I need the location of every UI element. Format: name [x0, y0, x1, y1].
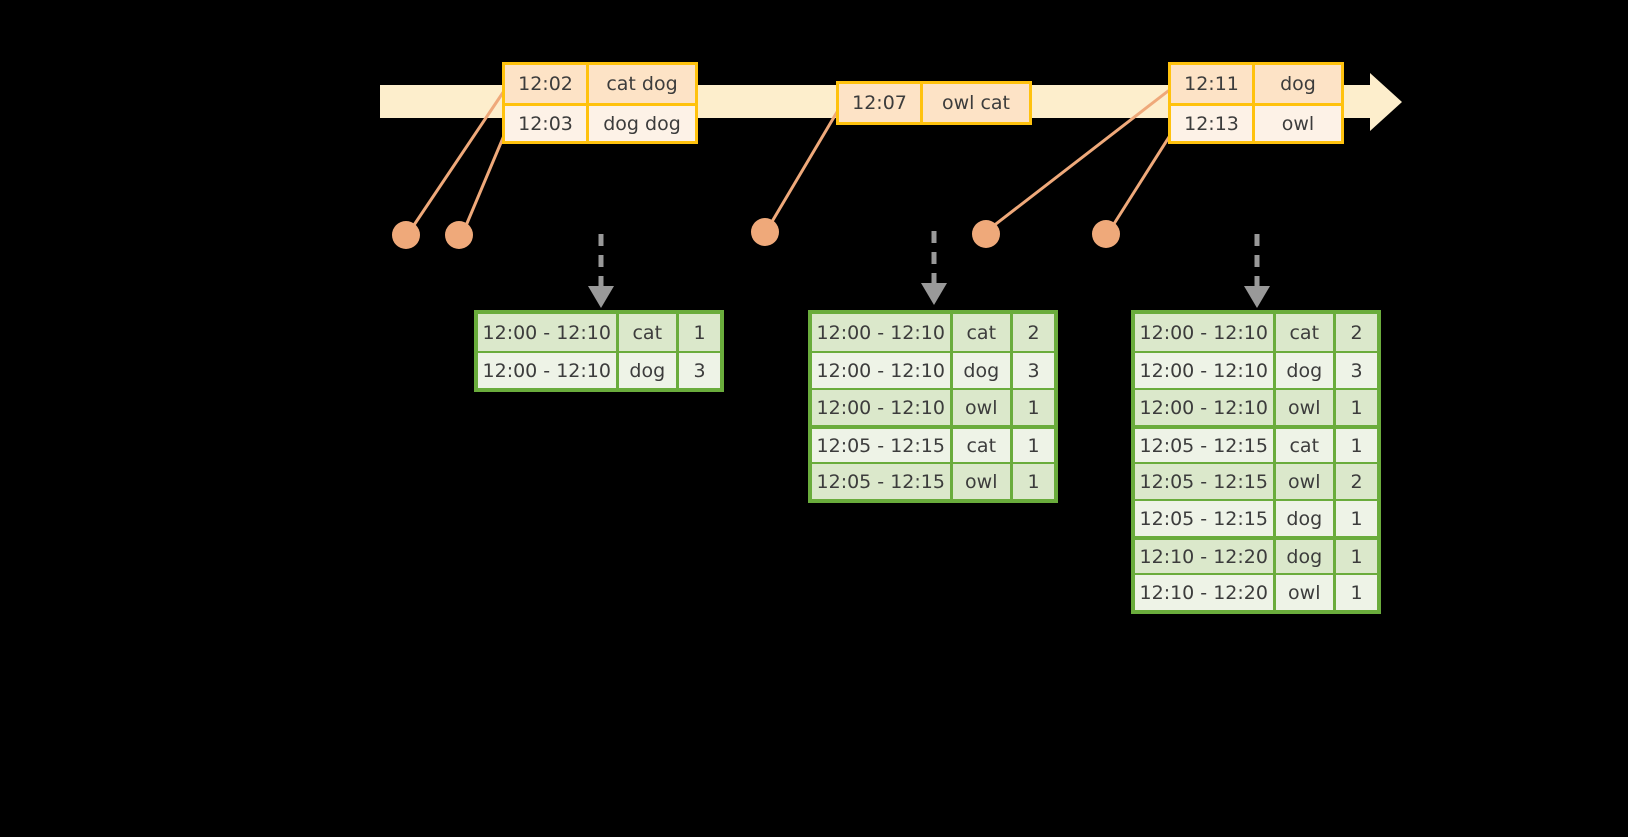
cell-word: cat — [952, 429, 1014, 462]
cell-word: cat — [618, 314, 680, 351]
cell-count: 3 — [1013, 353, 1054, 388]
cell-word: dog — [618, 353, 680, 388]
event-words: owl cat — [923, 84, 1029, 122]
cell-window: 12:05 - 12:15 — [812, 464, 953, 499]
cell-window: 12:05 - 12:15 — [1135, 501, 1276, 536]
cell-window: 12:05 - 12:15 — [812, 429, 953, 462]
connector-dot-3 — [751, 218, 779, 246]
event-row[interactable]: 12:07 owl cat — [839, 84, 1029, 122]
cell-count: 1 — [1336, 429, 1377, 462]
cell-word: dog — [1275, 501, 1337, 536]
cell-word: owl — [1275, 390, 1337, 425]
cell-count: 2 — [1336, 464, 1377, 499]
event-time: 12:03 — [505, 106, 589, 141]
cell-count: 1 — [679, 314, 720, 351]
event-words: owl — [1255, 106, 1341, 141]
cell-count: 1 — [1013, 464, 1054, 499]
event-words: cat dog — [589, 65, 695, 103]
cell-window: 12:00 - 12:10 — [812, 314, 953, 351]
cell-window: 12:00 - 12:10 — [1135, 390, 1276, 425]
cell-word: owl — [1275, 575, 1337, 610]
event-time: 12:02 — [505, 65, 589, 103]
cell-word: cat — [1275, 314, 1337, 351]
cell-count: 1 — [1336, 540, 1377, 573]
event-group-2[interactable]: 12:07 owl cat — [836, 81, 1032, 125]
cell-count: 2 — [1336, 314, 1377, 351]
event-group-1[interactable]: 12:02 cat dog 12:03 dog dog — [502, 62, 698, 144]
event-row[interactable]: 12:03 dog dog — [505, 103, 695, 141]
dashed-arrow-to-table-3 — [1244, 234, 1270, 308]
cell-window: 12:10 - 12:20 — [1135, 575, 1276, 610]
cell-count: 3 — [1336, 353, 1377, 388]
cell-window: 12:05 - 12:15 — [1135, 429, 1276, 462]
connector-dot-5 — [1092, 220, 1120, 248]
cell-count: 1 — [1336, 501, 1377, 536]
cell-window: 12:00 - 12:10 — [478, 314, 619, 351]
dashed-arrow-to-table-2 — [921, 231, 947, 305]
event-time: 12:13 — [1171, 106, 1255, 141]
event-group-3[interactable]: 12:11 dog 12:13 owl — [1168, 62, 1344, 144]
cell-count: 1 — [1013, 390, 1054, 425]
cell-word: owl — [1275, 464, 1337, 499]
event-time: 12:07 — [839, 84, 923, 122]
event-row[interactable]: 12:11 dog — [1171, 65, 1341, 103]
cell-window: 12:10 - 12:20 — [1135, 540, 1276, 573]
event-time: 12:11 — [1171, 65, 1255, 103]
cell-count: 2 — [1013, 314, 1054, 351]
cell-count: 1 — [1336, 390, 1377, 425]
connector-dot-1 — [392, 221, 420, 249]
cell-window: 12:05 - 12:15 — [1135, 464, 1276, 499]
cell-count: 1 — [1013, 429, 1054, 462]
timeline-arrowhead-icon — [1370, 73, 1402, 131]
cell-count: 3 — [679, 353, 720, 388]
cell-word: dog — [952, 353, 1014, 388]
cell-word: cat — [952, 314, 1014, 351]
cell-word: cat — [1275, 429, 1337, 462]
connector-dot-4 — [972, 220, 1000, 248]
cell-word: dog — [1275, 540, 1337, 573]
cell-window: 12:00 - 12:10 — [812, 353, 953, 388]
cell-count: 1 — [1336, 575, 1377, 610]
cell-window: 12:00 - 12:10 — [478, 353, 619, 388]
cell-word: owl — [952, 390, 1014, 425]
event-row[interactable]: 12:13 owl — [1171, 103, 1341, 141]
event-words: dog dog — [589, 106, 695, 141]
event-row[interactable]: 12:02 cat dog — [505, 65, 695, 103]
cell-word: dog — [1275, 353, 1337, 388]
cell-window: 12:00 - 12:10 — [1135, 314, 1276, 351]
connector-dot-2 — [445, 221, 473, 249]
cell-word: owl — [952, 464, 1014, 499]
dashed-arrow-to-table-1 — [588, 234, 614, 308]
cell-window: 12:00 - 12:10 — [812, 390, 953, 425]
cell-window: 12:00 - 12:10 — [1135, 353, 1276, 388]
event-words: dog — [1255, 65, 1341, 103]
